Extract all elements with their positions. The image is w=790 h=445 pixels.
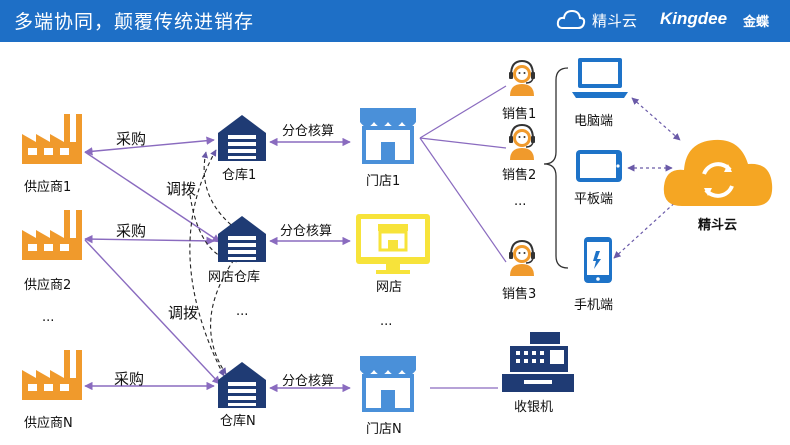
sales-1-icon: [508, 60, 536, 97]
sales-1-label: 销售1: [502, 107, 537, 122]
purchase-edges: [84, 136, 221, 391]
store-n-icon: [358, 354, 418, 412]
brand-company-cn: 金蝶: [743, 15, 770, 30]
supplier-n-label: 供应商N: [24, 416, 73, 431]
sales-3-icon: [508, 240, 536, 277]
device-bracket: [543, 67, 569, 269]
store-ellipsis: ...: [380, 314, 393, 329]
purchase-label-2: 采购: [116, 222, 147, 240]
supplier-1-label: 供应商1: [24, 180, 72, 195]
tablet-label: 平板端: [574, 192, 614, 207]
transfer-label-1: 调拨: [166, 180, 197, 198]
cash-register-icon: [502, 332, 574, 392]
tablet-icon: [576, 150, 622, 182]
online-store-label: 网店: [376, 280, 403, 295]
warehouse-n-icon: [218, 362, 266, 408]
laptop-label: 电脑端: [574, 114, 614, 129]
allocation-label-n: 分仓核算: [282, 374, 335, 389]
supplier-1-icon: [22, 114, 82, 164]
transfer-edges: [189, 149, 241, 377]
brand-company-name: Kingdee: [660, 9, 728, 28]
sales-edges: [419, 85, 507, 389]
brand-product-name: 精斗云: [592, 12, 638, 30]
purchase-label-n: 采购: [114, 370, 145, 388]
cloud-icon: [663, 139, 773, 206]
allocation-edges: [269, 137, 351, 393]
cash-register-label: 收银机: [514, 400, 554, 415]
sales-3-label: 销售3: [502, 287, 537, 302]
transfer-label-2: 调拨: [168, 304, 199, 322]
warehouse-ellipsis: ...: [236, 304, 249, 319]
sales-2-icon: [508, 124, 536, 161]
cloud-label: 精斗云: [698, 218, 738, 233]
online-warehouse-icon: [218, 216, 266, 262]
sales-2-label: 销售2: [502, 168, 537, 183]
online-warehouse-label: 网店仓库: [208, 270, 261, 285]
supplier-2-label: 供应商2: [24, 278, 72, 293]
warehouse-1-icon: [218, 115, 266, 161]
warehouse-n-label: 仓库N: [220, 414, 256, 429]
online-store-icon: [356, 214, 430, 274]
store-n-label: 门店N: [366, 422, 402, 437]
laptop-icon: [572, 58, 628, 98]
cloud-sync-edges: [613, 97, 681, 259]
warehouse-1-label: 仓库1: [222, 168, 257, 183]
phone-label: 手机端: [574, 298, 614, 313]
allocation-label-1: 分仓核算: [282, 124, 335, 139]
page-title: 多端协同，颠覆传统进销存: [14, 11, 255, 33]
purchase-label-1: 采购: [116, 130, 147, 148]
allocation-label-2: 分仓核算: [280, 224, 333, 239]
brand-cloud-icon: [556, 9, 586, 29]
supplier-2-icon: [22, 210, 82, 260]
flow-diagram: [22, 58, 773, 412]
sales-ellipsis: ...: [514, 194, 527, 209]
header-bar: 多端协同，颠覆传统进销存 精斗云 Kingdee 金蝶: [0, 0, 790, 42]
supplier-n-icon: [22, 350, 82, 400]
store-1-label: 门店1: [366, 174, 401, 189]
supplier-ellipsis: ...: [42, 310, 55, 325]
store-1-icon: [358, 106, 418, 164]
phone-icon: [584, 237, 612, 283]
